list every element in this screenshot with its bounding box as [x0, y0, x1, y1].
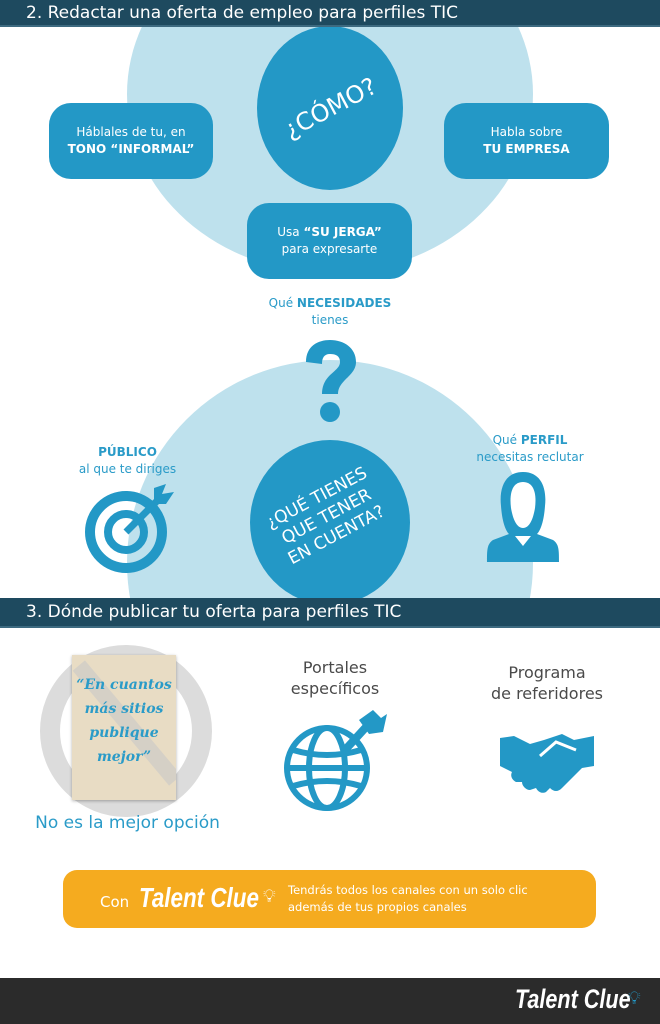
tip-jargon: Usa “SU JERGA” para expresarte	[247, 203, 412, 279]
footer: Talent Clue 💡︎	[0, 978, 660, 1024]
needs-label: Qué NECESIDADES tienes	[230, 295, 430, 329]
tip-informal-tone: Háblales de tu, en TONO “INFORMAL”	[49, 103, 213, 179]
referrals-label: Programa de referidores	[447, 662, 647, 704]
talent-clue-banner: Con Talent Clue 💡︎ Tendrás todos los can…	[63, 870, 596, 928]
poster-text: mejor”	[96, 749, 152, 765]
lightbulb-icon: 💡︎	[263, 886, 276, 907]
label-text: necesitas reclutar	[476, 450, 584, 464]
portals-label: Portales específicos	[235, 657, 435, 699]
globe-pin-icon	[284, 710, 387, 811]
section-3-header: 3. Dónde publicar tu oferta para perfile…	[0, 598, 660, 628]
lightbulb-icon: 💡︎	[628, 988, 641, 1009]
poster-caption: No es la mejor opción	[35, 813, 220, 833]
question-mark-icon	[306, 340, 356, 422]
label-text: Qué	[268, 296, 297, 310]
handshake-icon	[500, 734, 594, 793]
banner-line: además de tus propios canales	[288, 900, 467, 914]
tip-company: Habla sobre TU EMPRESA	[444, 103, 609, 179]
label-text: Qué	[492, 433, 521, 447]
talent-clue-logo: Talent Clue	[139, 882, 259, 913]
label-text: tienes	[311, 313, 349, 327]
label-text: Portales	[302, 658, 368, 677]
poster: “En cuantos más sitios publique mejor”	[72, 655, 176, 800]
footer-logo: Talent Clue	[515, 984, 631, 1014]
label-bold: NECESIDADES	[296, 296, 392, 310]
public-label: PÚBLICO al que te diriges	[50, 444, 205, 478]
poster-text: “En cuantos	[76, 677, 172, 693]
banner-con: Con	[100, 893, 130, 911]
label-text: de referidores	[490, 684, 603, 703]
label-text: al que te diriges	[78, 462, 177, 476]
profile-label: Qué PERFIL necesitas reclutar	[455, 432, 605, 466]
banner-line: Tendrás todos los canales con un solo cl…	[288, 883, 528, 897]
person-icon	[487, 472, 559, 562]
tip-bold: “SU JERGA”	[303, 225, 382, 239]
tip-bold: TU EMPRESA	[483, 142, 570, 156]
label-text: específicos	[290, 679, 380, 698]
poster-text: publique	[89, 725, 159, 741]
como-text: ¿CÓMO?	[278, 71, 382, 145]
tip-text: Habla sobre	[490, 125, 563, 139]
target-icon	[85, 484, 174, 573]
banner-text: Tendrás todos los canales con un solo cl…	[288, 882, 528, 916]
label-bold: PÚBLICO	[98, 445, 157, 459]
tip-text: Usa	[277, 225, 304, 239]
tip-bold: TONO “INFORMAL”	[67, 142, 195, 156]
label-bold: PERFIL	[520, 433, 568, 447]
section-title: 2. Redactar una oferta de empleo para pe…	[26, 2, 458, 23]
section-2-header: 2. Redactar una oferta de empleo para pe…	[0, 0, 660, 27]
poster-text: más sitios	[84, 701, 164, 717]
section-title: 3. Dónde publicar tu oferta para perfile…	[26, 602, 402, 622]
como-circle: ¿CÓMO?	[257, 26, 403, 190]
consider-circle: ¿QUÉ TIENES QUE TENER EN CUENTA?	[250, 440, 410, 605]
label-text: Programa	[508, 663, 586, 682]
tip-text: para expresarte	[281, 242, 378, 256]
tip-text: Háblales de tu, en	[76, 125, 186, 139]
